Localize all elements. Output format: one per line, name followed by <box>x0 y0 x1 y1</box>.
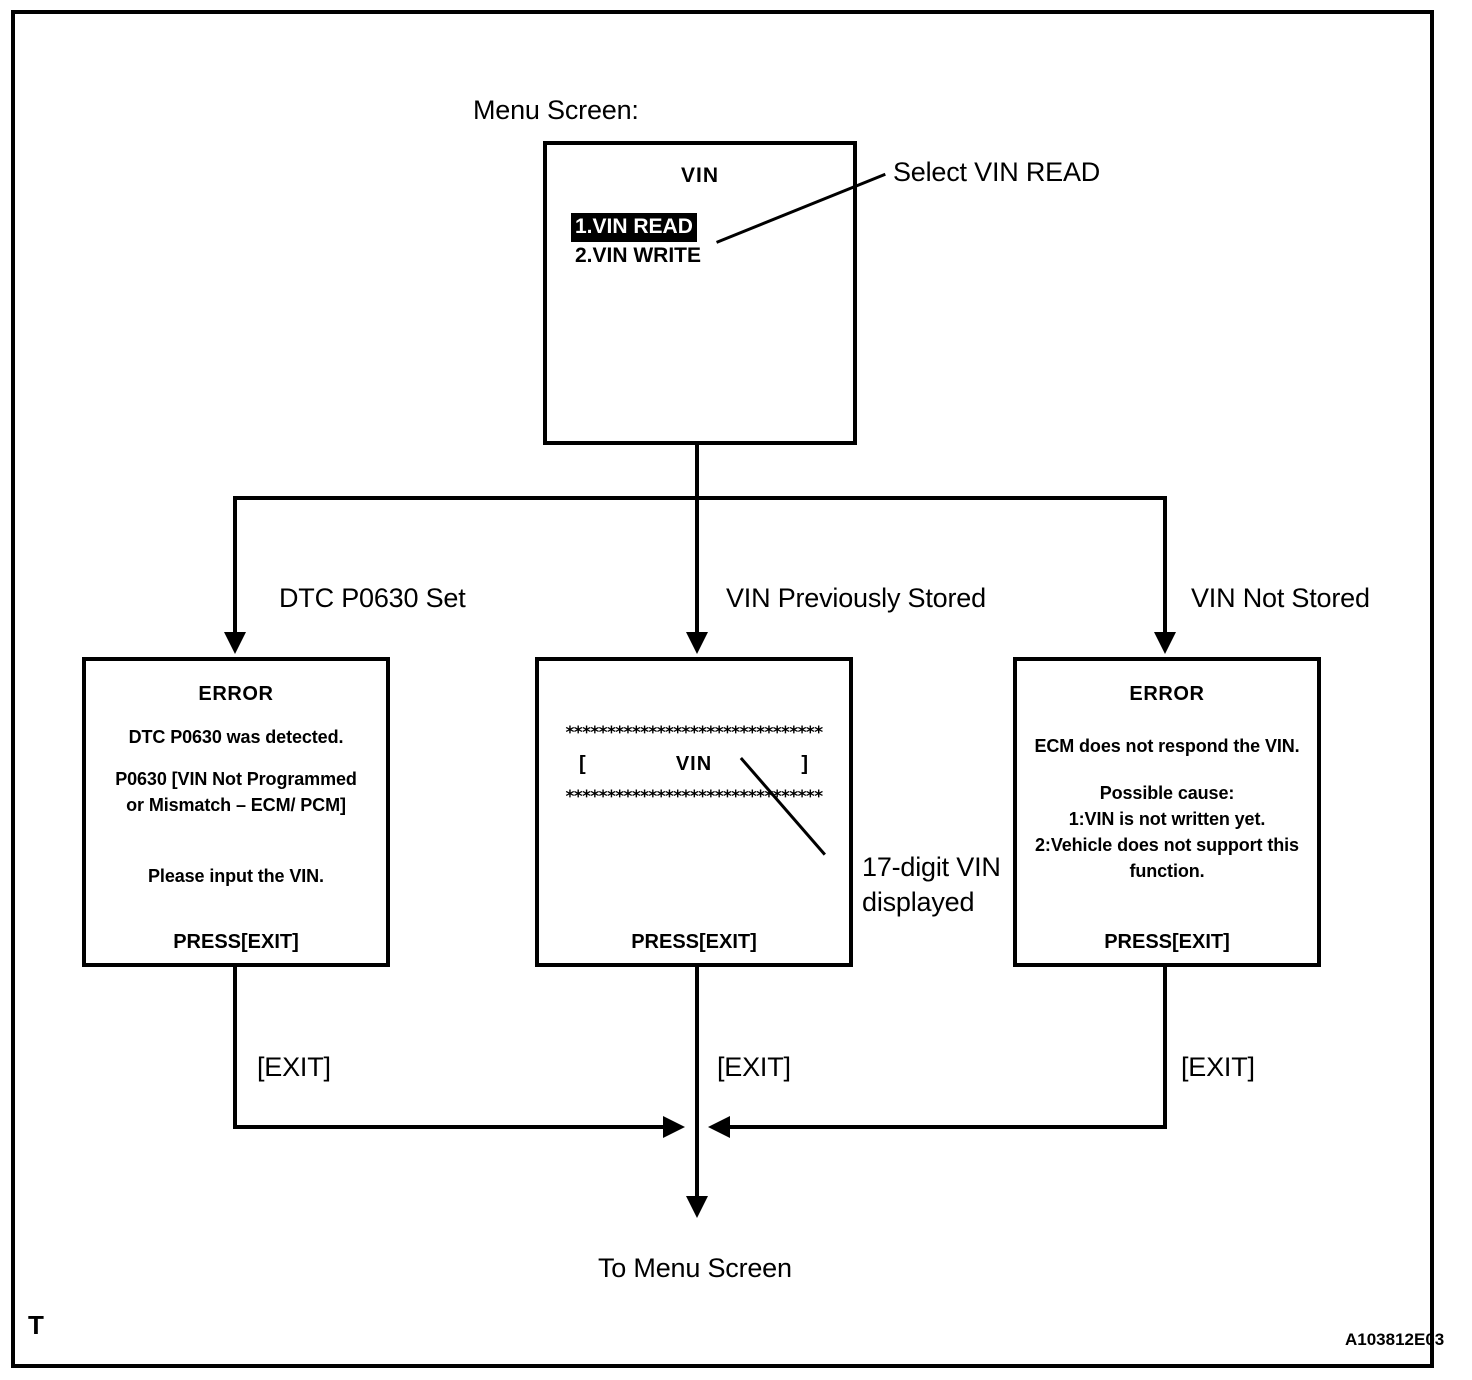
error-dtc-line2: P0630 [VIN Not Programmed <box>115 769 357 789</box>
to-menu-arrow <box>686 1196 708 1218</box>
exit-label-left: [EXIT] <box>257 1052 331 1082</box>
menu-screen-caption: Menu Screen: <box>473 95 639 125</box>
vin-stars-bottom: ******************************* <box>565 787 824 807</box>
vin-bracket-open: [ <box>579 753 587 775</box>
error-dtc-line3: or Mismatch – ECM/ PCM] <box>126 795 346 815</box>
branch-label-not-stored: VIN Not Stored <box>1191 583 1370 613</box>
vin-stars-top: ******************************* <box>565 723 824 743</box>
error-dtc-line4: Please input the VIN. <box>148 866 324 886</box>
error-dtc-screen-box: ERROR DTC P0630 was detected. P0630 [VIN… <box>82 657 390 967</box>
vin-callout-line1: 17-digit VIN <box>862 852 1001 882</box>
error-dtc-header: ERROR <box>198 683 274 705</box>
error-no-vin-line5: function. <box>1129 861 1205 881</box>
error-no-vin-screen-box: ERROR ECM does not respond the VIN. Poss… <box>1013 657 1321 967</box>
error-no-vin-line4: 2:Vehicle does not support this <box>1035 835 1299 855</box>
menu-screen-items: 1.VIN READ 2.VIN WRITE <box>571 213 705 272</box>
branch-arrow-middle <box>686 632 708 654</box>
branch-distribution-bar <box>233 496 1167 500</box>
branch-arrow-right <box>1154 632 1176 654</box>
vin-value-label: VIN <box>675 753 713 775</box>
branch-line-left <box>233 496 237 636</box>
exit-label-right: [EXIT] <box>1181 1052 1255 1082</box>
vin-bracket-close: ] <box>801 753 809 775</box>
menu-callout-label: Select VIN READ <box>893 157 1101 187</box>
error-no-vin-line3: 1:VIN is not written yet. <box>1068 809 1266 829</box>
vin-display-screen-box: ******************************* [ VIN ] … <box>535 657 853 967</box>
exit-label-middle: [EXIT] <box>717 1052 791 1082</box>
merge-arrow-right <box>708 1116 730 1138</box>
figure-id-label: A103812E03 <box>1345 1330 1445 1349</box>
menu-screen-title: VIN <box>680 164 719 187</box>
vin-display-footer: PRESS[EXIT] <box>631 931 757 953</box>
branch-label-stored: VIN Previously Stored <box>726 583 986 613</box>
branch-line-middle <box>695 496 699 636</box>
menu-outflow-line <box>695 445 699 500</box>
error-no-vin-footer: PRESS[EXIT] <box>1104 931 1230 953</box>
exit-line-middle <box>695 965 699 1200</box>
exit-line-right <box>1163 965 1167 1129</box>
branch-arrow-left <box>224 632 246 654</box>
merge-arrow-left <box>663 1116 685 1138</box>
error-no-vin-line2: Possible cause: <box>1099 783 1235 803</box>
corner-mark: T <box>28 1310 44 1340</box>
vin-callout-line2: displayed <box>862 887 975 917</box>
menu-screen-box: VIN 1.VIN READ 2.VIN WRITE <box>543 141 857 445</box>
page-border <box>11 10 1434 1368</box>
menu-item-vin-write[interactable]: 2.VIN WRITE <box>575 244 702 268</box>
exit-merge-bar-left <box>233 1125 665 1129</box>
branch-line-right <box>1163 496 1167 636</box>
exit-line-left <box>233 965 237 1129</box>
exit-merge-bar-right <box>730 1125 1167 1129</box>
menu-item-vin-read[interactable]: 1.VIN READ <box>571 213 697 243</box>
error-dtc-line1: DTC P0630 was detected. <box>128 727 344 747</box>
branch-label-dtc: DTC P0630 Set <box>279 583 466 613</box>
error-dtc-footer: PRESS[EXIT] <box>173 931 299 953</box>
error-no-vin-header: ERROR <box>1129 683 1205 705</box>
error-no-vin-line1: ECM does not respond the VIN. <box>1034 736 1300 756</box>
to-menu-screen-label: To Menu Screen <box>598 1253 792 1283</box>
